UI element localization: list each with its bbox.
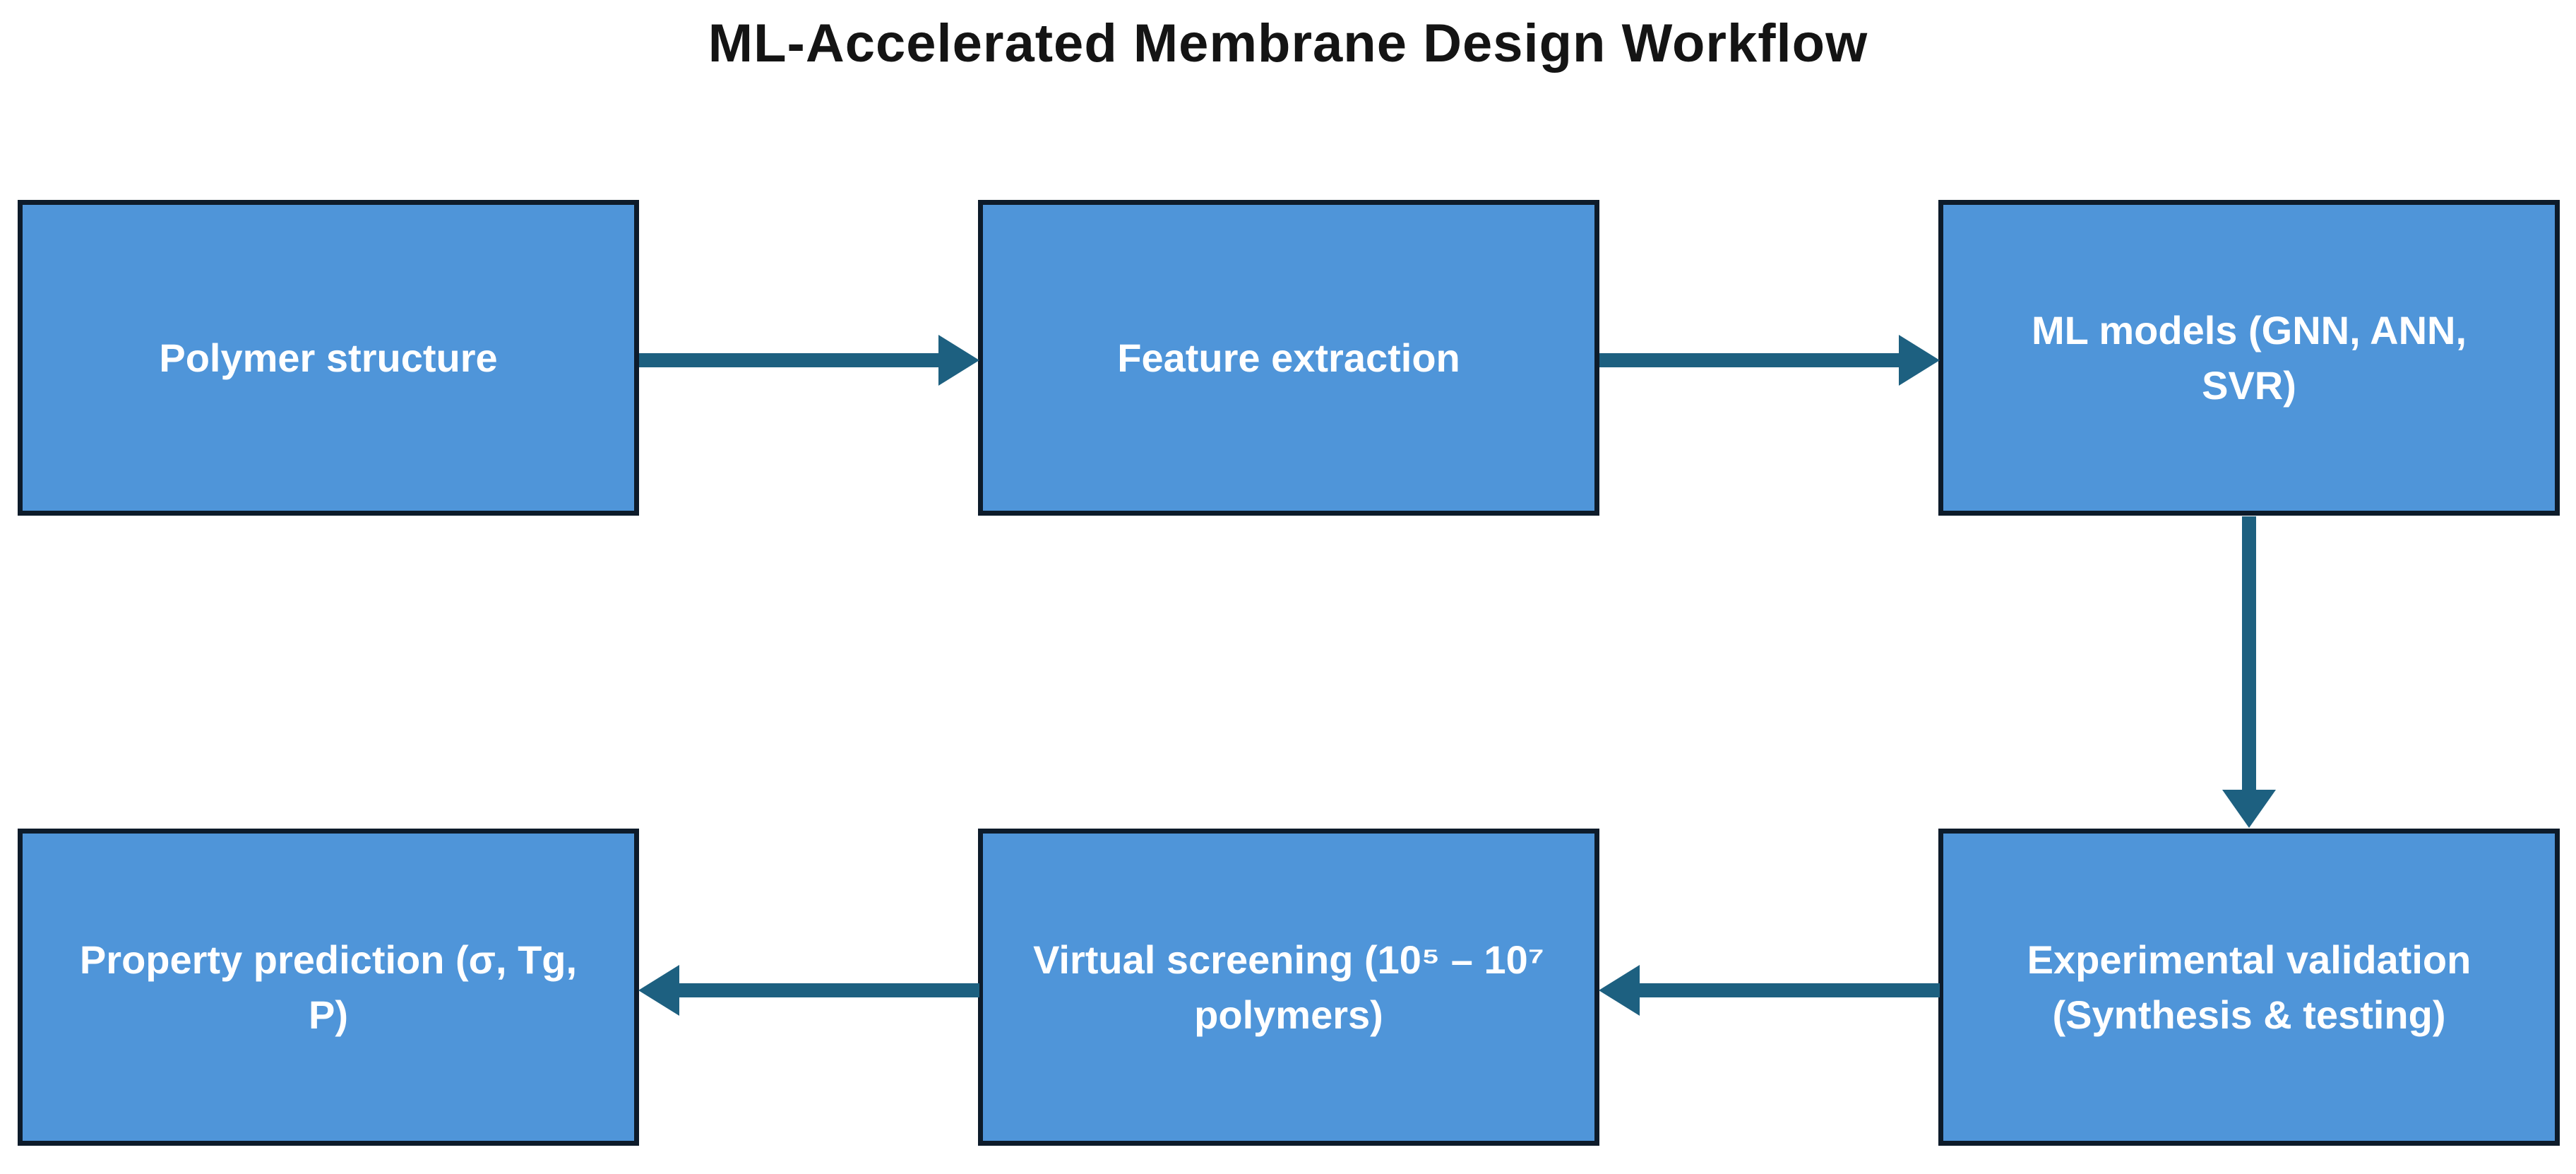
node-label: Virtual screening (10⁵ – 10⁷ polymers) bbox=[1004, 932, 1573, 1042]
arrow-shaft bbox=[639, 353, 944, 367]
diagram-title: ML-Accelerated Membrane Design Workflow bbox=[708, 13, 1868, 73]
arrow-polymer-to-feature bbox=[639, 335, 979, 386]
node-label-line: (Synthesis & testing) bbox=[2052, 992, 2446, 1037]
node-label: ML models (GNN, ANN, SVR) bbox=[1964, 303, 2534, 413]
arrowhead-left-icon bbox=[1599, 965, 1640, 1016]
node-experimental-validation: Experimental validation (Synthesis & tes… bbox=[1938, 829, 2560, 1146]
node-label: Property prediction (σ, Tg, P) bbox=[44, 932, 613, 1042]
arrow-feature-to-mlmodels bbox=[1599, 335, 1940, 386]
node-feature-extraction: Feature extraction bbox=[978, 200, 1599, 516]
arrowhead-down-icon bbox=[2222, 790, 2276, 828]
node-label-line: polymers) bbox=[1194, 992, 1383, 1037]
node-label-line: SVR) bbox=[2202, 362, 2296, 408]
node-label-line: Virtual screening (10⁵ – 10⁷ bbox=[1033, 937, 1544, 983]
node-label: Experimental validation (Synthesis & tes… bbox=[1964, 932, 2534, 1042]
arrow-experimental-to-screening bbox=[1599, 965, 1940, 1016]
node-label-line: Experimental validation bbox=[2027, 937, 2471, 983]
node-label-line: Feature extraction bbox=[1117, 335, 1460, 380]
node-label-line: Property prediction (σ, Tg, bbox=[79, 937, 578, 983]
node-property-prediction: Property prediction (σ, Tg, P) bbox=[18, 829, 639, 1146]
arrow-shaft bbox=[2242, 516, 2256, 795]
arrow-shaft bbox=[674, 983, 979, 997]
node-label: Polymer structure bbox=[44, 331, 613, 385]
node-label-line: Polymer structure bbox=[159, 335, 498, 380]
node-ml-models: ML models (GNN, ANN, SVR) bbox=[1938, 200, 2560, 516]
arrowhead-right-icon bbox=[938, 335, 979, 386]
arrow-shaft bbox=[1599, 353, 1904, 367]
node-virtual-screening: Virtual screening (10⁵ – 10⁷ polymers) bbox=[978, 829, 1599, 1146]
arrowhead-left-icon bbox=[638, 965, 679, 1016]
node-label: Feature extraction bbox=[1004, 331, 1573, 385]
arrow-shaft bbox=[1634, 983, 1940, 997]
arrowhead-right-icon bbox=[1899, 335, 1940, 386]
arrow-screening-to-property bbox=[638, 965, 979, 1016]
arrow-mlmodels-to-experimental bbox=[2222, 516, 2276, 828]
node-polymer-structure: Polymer structure bbox=[18, 200, 639, 516]
node-label-line: P) bbox=[309, 992, 348, 1037]
node-label-line: ML models (GNN, ANN, bbox=[2031, 308, 2467, 353]
